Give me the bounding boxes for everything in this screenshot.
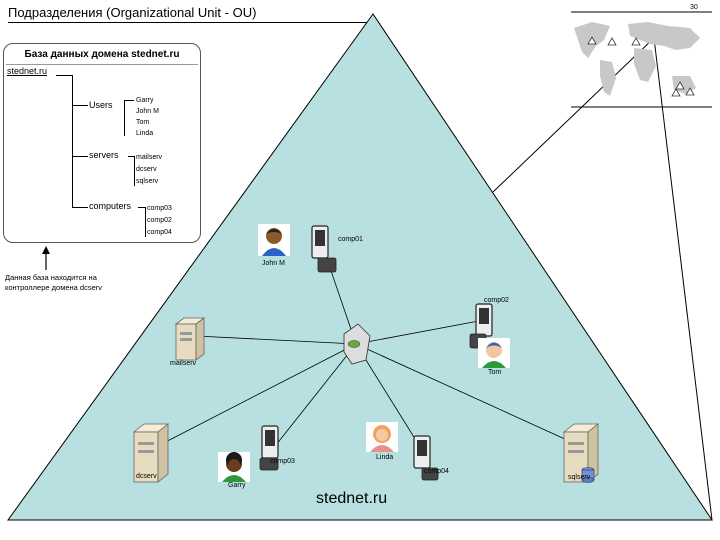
- user-item: Tom: [136, 119, 150, 126]
- ou-computers-items: comp03 comp02 comp04: [147, 203, 172, 239]
- tree-root-connector: [56, 75, 73, 76]
- comp03-icon: [259, 425, 279, 471]
- note-line-1: Данная база находится на: [5, 273, 97, 282]
- database-title: База данных домена stednet.ru: [24, 49, 180, 60]
- server-item: mailserv: [136, 154, 163, 161]
- users-bracket-top: [124, 100, 134, 101]
- domain-database-box: База данных домена stednet.ru stednet.ru…: [3, 43, 201, 243]
- mailserv-label: mailserv: [170, 360, 197, 367]
- ou-servers-items: mailserv dcserv sqlserv: [136, 152, 162, 188]
- computers-bracket: [145, 207, 146, 237]
- map-pointer-line-right: [653, 37, 713, 521]
- computers-connector: [138, 207, 146, 208]
- tree-connector-servers: [72, 156, 88, 157]
- garry-avatar-icon: [218, 452, 250, 482]
- server-item: dcserv: [136, 166, 157, 173]
- mailserv-server-icon: [174, 317, 206, 361]
- comp04-icon: [413, 435, 439, 481]
- tom-avatar-icon: [478, 338, 510, 368]
- database-location-note: Данная база находится на контроллере дом…: [5, 273, 102, 293]
- servers-bracket: [134, 156, 135, 186]
- database-title-rule: [6, 64, 198, 65]
- comp02-label: comp02: [484, 297, 509, 304]
- john-m-avatar-icon: [258, 224, 290, 256]
- user-item: Garry: [136, 97, 154, 104]
- note-line-2: контроллере домена dcserv: [5, 283, 103, 292]
- tree-trunk: [72, 76, 73, 208]
- link-mailserv: [195, 335, 357, 345]
- linda-avatar-icon: [366, 422, 398, 452]
- ou-users-items: Garry John M Tom Linda: [136, 95, 159, 139]
- user-item: John M: [136, 108, 159, 115]
- tree-root-label: stednet.ru: [7, 66, 48, 76]
- comp01-label: comp01: [338, 236, 363, 243]
- dcserv-label: dcserv: [136, 473, 157, 480]
- link-dcserv: [149, 343, 357, 451]
- map-triangle-markers: [587, 36, 695, 97]
- computer-item: comp04: [147, 229, 172, 236]
- computer-item: comp02: [147, 217, 172, 224]
- sqlserv-label: sqlserv: [568, 474, 591, 481]
- domain-pyramid: [7, 13, 713, 521]
- link-comp04: [355, 343, 423, 451]
- tom-label: Tom: [488, 369, 502, 376]
- servers-connector: [128, 156, 134, 157]
- sqlserv-server-icon: [562, 423, 600, 483]
- computer-item: comp03: [147, 205, 172, 212]
- linda-label: Linda: [376, 454, 394, 461]
- link-sqlserv: [355, 343, 579, 446]
- dcserv-server-icon: [132, 423, 170, 483]
- comp01-icon: [311, 225, 337, 273]
- link-comp02: [355, 319, 485, 345]
- network-hub-icon: [343, 323, 371, 365]
- title-underline: [8, 22, 373, 23]
- domain-name-label: stednet.ru: [316, 490, 388, 507]
- tree-connector-computers: [72, 207, 88, 208]
- up-arrow-icon: [42, 246, 50, 270]
- user-item: Linda: [136, 130, 154, 137]
- link-comp03: [271, 343, 357, 451]
- slide-title: Подразделения (Organizational Unit - OU): [8, 5, 257, 20]
- map-pointer-line-left: [492, 37, 655, 193]
- ou-users-label: Users: [89, 100, 113, 110]
- users-bracket: [124, 100, 125, 136]
- tree-connector-users: [72, 105, 88, 106]
- network-links: [149, 261, 579, 451]
- ou-servers-label: servers: [89, 150, 119, 160]
- server-item: sqlserv: [136, 178, 159, 185]
- slide-number: 30: [690, 4, 698, 11]
- ou-computers-label: computers: [89, 201, 132, 211]
- garry-label: Garry: [228, 482, 246, 489]
- comp03-label: comp03: [270, 458, 295, 465]
- john-m-label: John M: [262, 260, 285, 267]
- comp04-label: comp04: [424, 468, 449, 475]
